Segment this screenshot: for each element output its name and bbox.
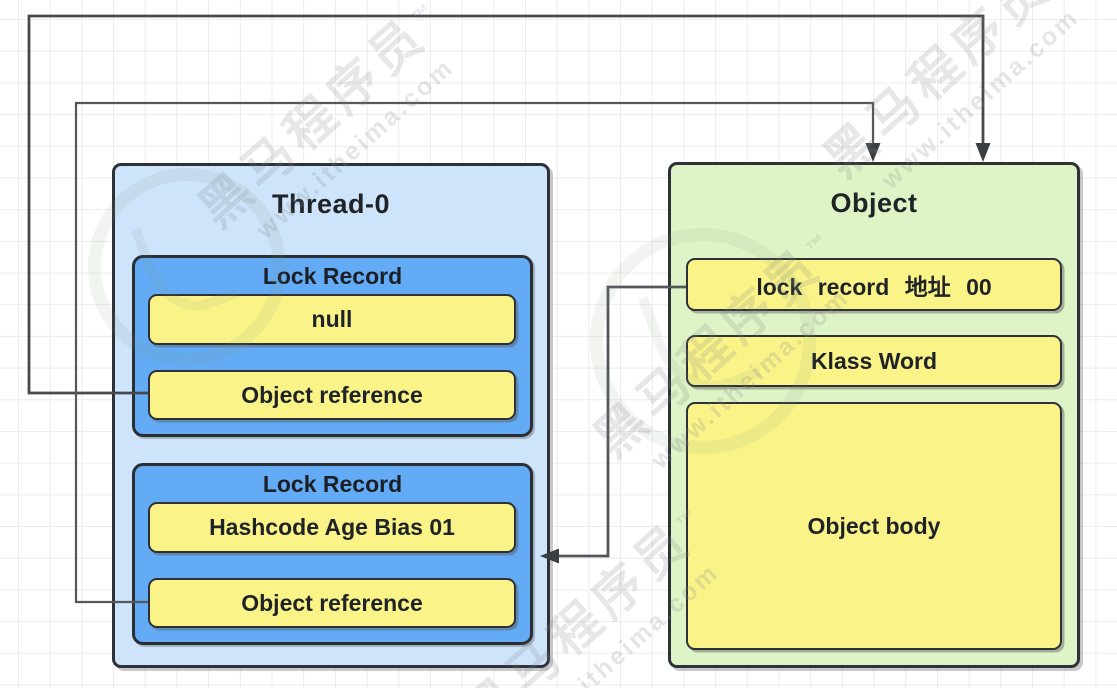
object-box: Object lock record 地址 00 Klass Word Obje… <box>668 162 1080 668</box>
object-field-klass-word: Klass Word <box>686 335 1062 387</box>
object-field-lock-record-address: lock record 地址 00 <box>686 258 1062 311</box>
lock-record-1-title: Lock Record <box>262 263 403 289</box>
arrowhead-objref1-to-object <box>975 143 991 162</box>
lock-record-2-title: Lock Record <box>262 471 403 497</box>
lock-record-1-field-object-reference: Object reference <box>148 370 516 420</box>
object-field-object-body: Object body <box>686 402 1062 650</box>
thread-title: Thread-0 <box>271 189 391 219</box>
thread-box: Thread-0 Lock Record null Object referen… <box>112 163 550 668</box>
lock-record-2: Lock Record Hashcode Age Bias 01 Object … <box>132 463 533 645</box>
arrowhead-objref2-to-object <box>865 143 881 162</box>
lock-record-1-field-null: null <box>148 294 516 345</box>
arrow-lockaddr-to-lockrecord2 <box>558 285 686 558</box>
object-title: Object <box>830 188 918 218</box>
lock-record-1: Lock Record null Object reference <box>132 255 533 437</box>
lock-record-2-field-hashcode-age-bias: Hashcode Age Bias 01 <box>148 502 516 553</box>
lock-record-2-field-object-reference: Object reference <box>148 578 516 628</box>
